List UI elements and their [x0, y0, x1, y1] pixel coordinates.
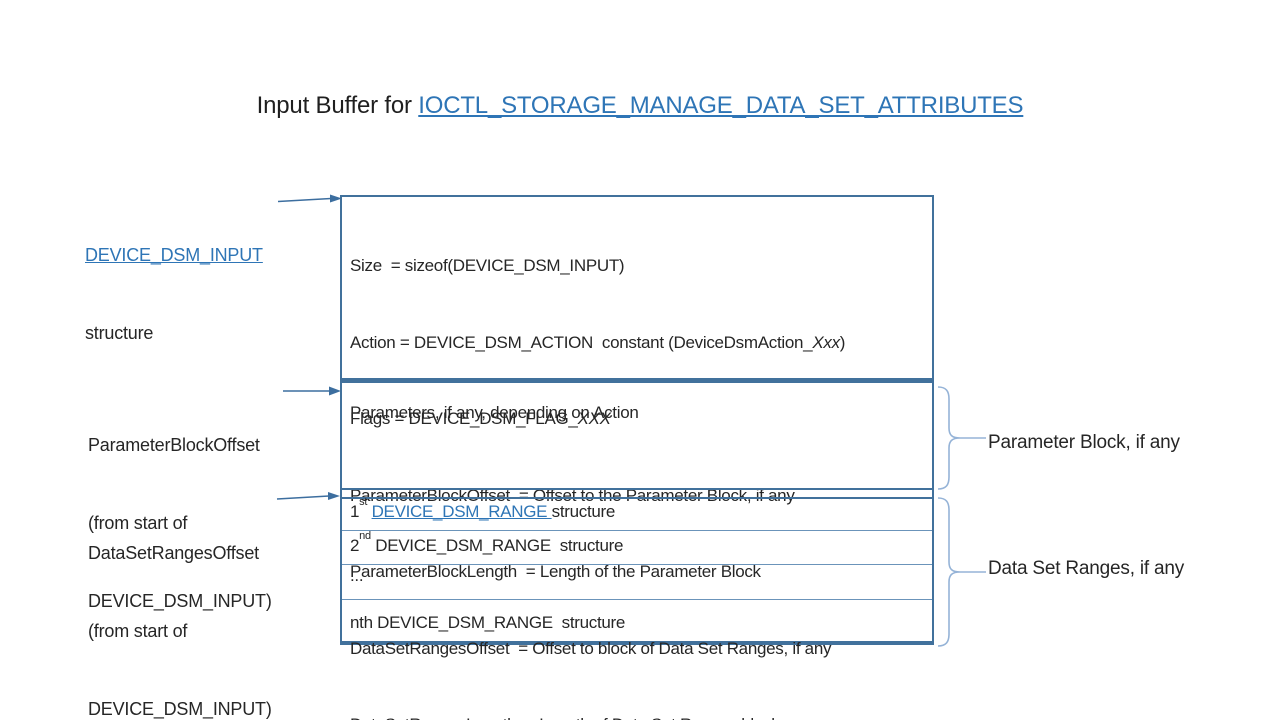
struct-field-size: Size = sizeof(DEVICE_DSM_INPUT) [350, 256, 625, 275]
range-row-ellipsis: ... [350, 566, 364, 585]
range-row-nth: nth DEVICE_DSM_RANGE structure [350, 613, 626, 632]
device-dsm-input-link[interactable]: DEVICE_DSM_INPUT [85, 245, 263, 265]
device-dsm-range-link[interactable]: DEVICE_DSM_RANGE [371, 502, 552, 521]
label-parameter-block: Parameter Block, if any [988, 432, 1180, 453]
range-divider-3 [342, 599, 932, 600]
header-fields: Size = sizeof(DEVICE_DSM_INPUT) Action =… [350, 202, 926, 720]
ranges-top-line [342, 497, 932, 499]
label-data-set-ranges-offset: DataSetRangesOffset (from start of DEVIC… [88, 488, 272, 720]
range-row-1: 1st DEVICE_DSM_RANGE structure [350, 496, 616, 521]
range-divider-2 [342, 564, 932, 565]
struct-field-data-set-ranges-offset: DataSetRangesOffset = Offset to block of… [350, 638, 832, 658]
label-parameter-block-offset: ParameterBlockOffset (from start of DEVI… [88, 380, 272, 666]
parameter-block-brace-icon [937, 386, 986, 490]
arrow-to-data-set-ranges-icon [276, 492, 340, 500]
dsm-input-structure-box: Size = sizeof(DEVICE_DSM_INPUT) Action =… [340, 195, 934, 720]
data-set-ranges-brace-icon [937, 497, 986, 647]
arrow-to-header-box-icon [277, 194, 342, 203]
data-set-ranges-offset-line1: DataSetRangesOffset [88, 543, 259, 563]
parameter-block-offset-line1: ParameterBlockOffset [88, 435, 260, 455]
title-prefix: Input Buffer for [256, 92, 419, 119]
parameter-block-offset-line3: DEVICE_DSM_INPUT) [88, 591, 272, 611]
label-device-dsm-input: DEVICE_DSM_INPUT structure [85, 190, 263, 398]
struct-field-data-set-ranges-length: DataSetRangesLength = Length of Data Set… [350, 712, 926, 720]
ioctl-storage-manage-link[interactable]: IOCTL_STORAGE_MANAGE_DATA_SET_ATTRIBUTES [418, 92, 1024, 119]
struct-field-flags: Flags = DEVICE_DSM_FLAG_XXX [350, 409, 611, 428]
parameter-block-bottom-line [342, 488, 932, 490]
struct-field-parameter-block-length: ParameterBlockLength = Length of the Par… [350, 562, 761, 581]
page-title: Input Buffer for IOCTL_STORAGE_MANAGE_DA… [0, 92, 1280, 120]
range-row-2: 2nd DEVICE_DSM_RANGE structure [350, 530, 624, 555]
data-set-ranges-offset-line3: DEVICE_DSM_INPUT) [88, 699, 272, 719]
range-divider-1 [342, 530, 932, 531]
device-dsm-input-label-rest: structure [85, 323, 154, 343]
struct-field-parameter-block-offset: ParameterBlockOffset = Offset to the Par… [350, 485, 795, 505]
header-divider [342, 378, 932, 383]
parameter-block-offset-line2: (from start of [88, 513, 188, 533]
struct-field-action: Action = DEVICE_DSM_ACTION constant (Dev… [350, 332, 846, 352]
label-data-set-ranges: Data Set Ranges, if any [988, 558, 1185, 579]
parameter-block-text: Parameters, if any, depending on Action [350, 403, 639, 422]
data-set-ranges-offset-line2: (from start of [88, 621, 188, 641]
arrow-to-parameter-block-icon [283, 386, 341, 396]
